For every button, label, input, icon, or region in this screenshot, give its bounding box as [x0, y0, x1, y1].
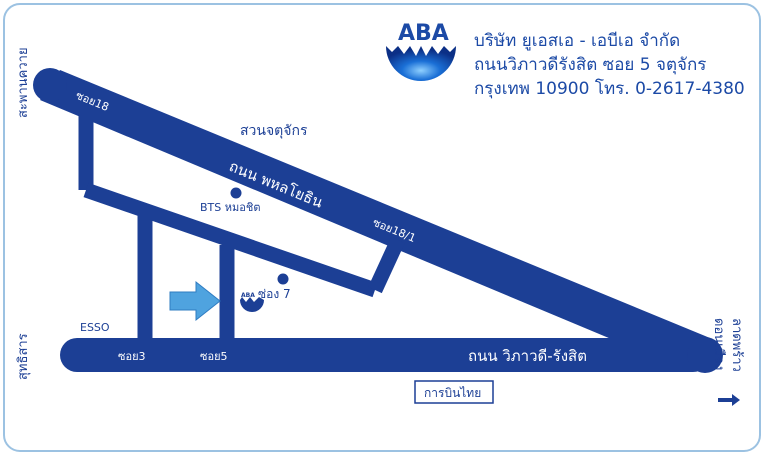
soi-diagonal-road: [83, 182, 378, 298]
aba-logo-globe-icon: [386, 46, 456, 81]
city-phone-line: กรุงเทพ 10900 โทร. 0-2617-4380: [474, 78, 745, 99]
soi7-marker: [277, 273, 289, 285]
bts-station-marker: [230, 187, 242, 199]
vibhavadi-road-cap: [687, 337, 723, 373]
soi7-label: ซ่อง 7: [258, 287, 291, 301]
soi18-1-road: [368, 236, 405, 294]
direction-arrow-icon: [718, 394, 740, 406]
don-mueang-label: ดอนเมือง: [711, 318, 727, 370]
lat-phrao-label: ลาดพร้าว: [729, 318, 744, 372]
sutthisan-label: สุทธิสาร: [16, 333, 31, 380]
phahon-road-cap: [33, 68, 67, 102]
aba-logo-text: ABA: [398, 21, 449, 46]
aba-map-logo: ABA: [240, 292, 264, 312]
aba-map-logo-icon: [240, 297, 264, 312]
phahon-yothin-road: [40, 70, 710, 372]
thai-airways-label: การบินไทย: [424, 386, 481, 400]
esso-label: ESSO: [80, 321, 110, 334]
aba-logo: ABA: [386, 21, 456, 81]
soi-network: [78, 100, 405, 340]
aba-logo-rays: [386, 46, 456, 56]
chatuchak-label: สวนจตุจักร: [240, 123, 308, 139]
aba-map-logo-text: ABA: [241, 292, 255, 299]
road-network: [33, 68, 723, 373]
thai-airways-box: [414, 380, 494, 404]
location-arrow-icon: [169, 280, 221, 322]
soi3-label: ซอย3: [118, 350, 146, 363]
soi5-label: ซอย5: [200, 350, 228, 363]
company-name: บริษัท ยูเอสเอ - เอบีเอ จำกัด: [474, 31, 680, 51]
saphan-khwai-label: สะพานควาย: [16, 47, 31, 118]
vibhavadi-road: [60, 338, 710, 372]
bts-label: BTS หมอชิต: [200, 201, 260, 214]
address-line: ถนนวิภาวดีรังสิต ซอย 5 จตุจักร: [474, 55, 706, 75]
vibhavadi-road-label: ถนน วิภาวดี-รังสิต: [468, 347, 587, 365]
